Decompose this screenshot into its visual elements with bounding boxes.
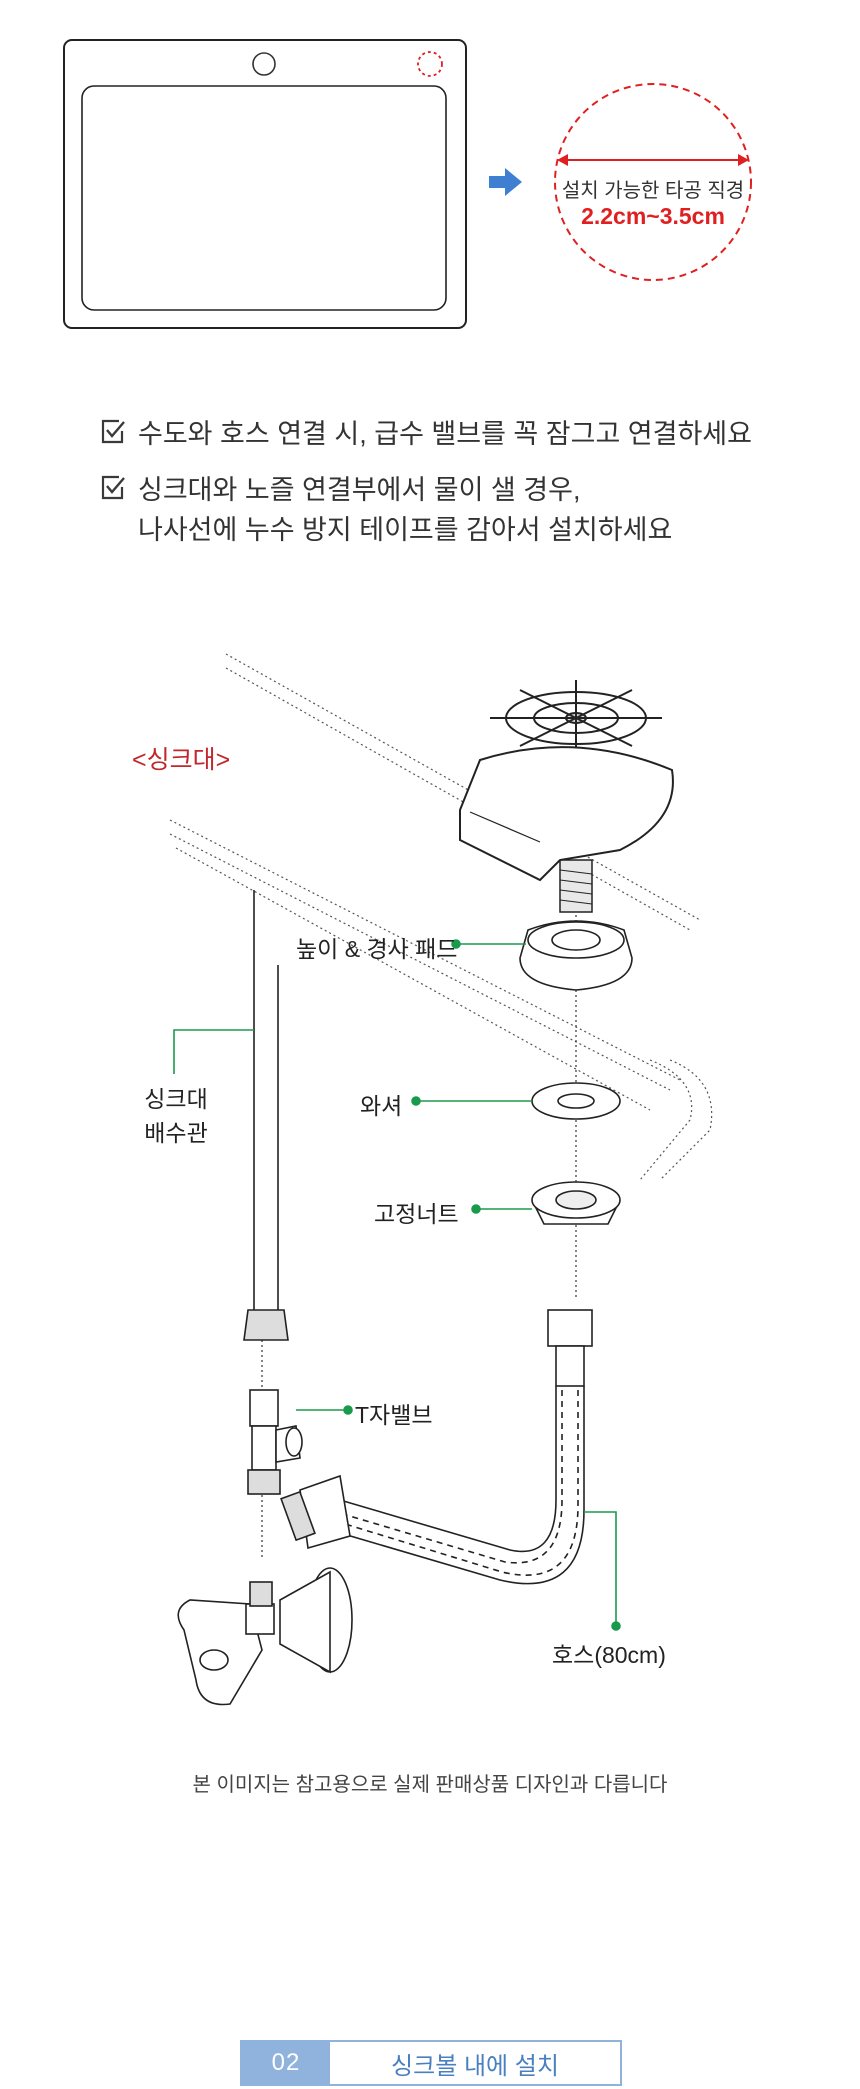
arrow-right-icon [489, 168, 522, 196]
sink-label: <싱크대> [132, 746, 231, 774]
drain-pipe-label-line1: 싱크대 [144, 1086, 208, 1112]
drain-pipe-label: 싱크대 배수관 [144, 1080, 208, 1148]
fixing-nut-label: 고정너트 [374, 1201, 459, 1227]
leader-lines [173, 939, 621, 1631]
drain-pipe-label-line2: 배수관 [144, 1120, 208, 1146]
hole-diameter-circle [554, 83, 752, 281]
height-slope-pad [519, 920, 633, 991]
fixing-nut [531, 1181, 621, 1225]
sink-drain-pipe [243, 890, 289, 1341]
t-valve-part [247, 1389, 303, 1495]
step-title: 싱크볼 내에 설치 [391, 2052, 559, 2080]
hose-part [280, 1309, 593, 1585]
step-number: 02 [242, 2042, 330, 2084]
t-valve-label: T자밸브 [355, 1402, 433, 1428]
faucet-handle-wheel [490, 680, 662, 756]
washer-label: 와셔 [360, 1093, 403, 1119]
step-header: 02 싱크볼 내에 설치 [240, 2040, 622, 2086]
disclaimer-text: 본 이미지는 참고용으로 실제 판매상품 디자인과 다릅니다 [192, 1774, 668, 1796]
angle-valve-part [177, 1567, 353, 1706]
hole-callout-size: 2.2cm~3.5cm [581, 203, 725, 229]
note-text: 싱크대와 노즐 연결부에서 물이 샐 경우, [138, 475, 581, 505]
note-text: 수도와 호스 연결 시, 급수 밸브를 꼭 잠그고 연결하세요 [138, 419, 752, 449]
note-text: 나사선에 누수 방지 테이프를 감아서 설치하세요 [138, 515, 673, 545]
sink-plate-illustration [63, 39, 752, 329]
hole-callout-label: 설치 가능한 타공 직경 [561, 180, 745, 202]
note-item: 수도와 호스 연결 시, 급수 밸브를 꼭 잠그고 연결하세요 [100, 414, 752, 454]
installation-diagram [169, 653, 713, 1706]
pad-label: 높이 & 경사 패드 [296, 936, 458, 962]
installation-notes: 수도와 호스 연결 시, 급수 밸브를 꼭 잠그고 연결하세요 싱크대와 노즐 … [100, 414, 752, 566]
checkbox-check-icon [101, 475, 125, 500]
hose-label: 호스(80cm) [552, 1642, 666, 1668]
note-item: 싱크대와 노즐 연결부에서 물이 샐 경우, 나사선에 누수 방지 테이프를 감… [100, 470, 752, 550]
checkbox-check-icon [101, 419, 125, 444]
washer-part [531, 1082, 621, 1120]
